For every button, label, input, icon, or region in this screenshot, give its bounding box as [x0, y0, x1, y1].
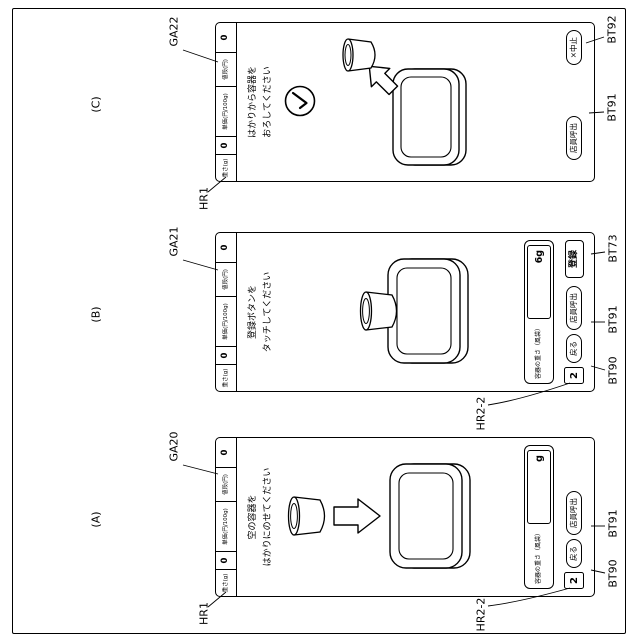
- ref-label-panel-a: (A): [89, 511, 103, 528]
- message-line-1: はかりから容器を: [248, 66, 258, 139]
- header-cell-unitprice: 単価(円/100g): [216, 296, 236, 346]
- tare-weight-box: 容器の重さ（風袋） g: [524, 445, 554, 589]
- ref-label-hr1-a: HR1: [197, 602, 211, 625]
- scale-platform-drawing: [387, 258, 469, 364]
- step-indicator: 2: [564, 572, 584, 589]
- header-bar-hr1: 重さ(g) 0 単価(円/100g) 値段(円) 0: [216, 438, 237, 596]
- container-cup-drawing: [287, 496, 326, 536]
- ref-label-bt90-b: BT90: [606, 356, 620, 385]
- tare-value-field: g: [527, 450, 551, 524]
- header-cell-weight: 重さ(g): [216, 569, 236, 596]
- ref-label-bt91-b: BT91: [606, 305, 620, 334]
- back-button: 戻る: [566, 334, 582, 363]
- remove-container-graphic: [284, 38, 467, 166]
- up-right-arrow: [368, 65, 399, 96]
- instruction-message: 登録ボタンを タッチしてください: [246, 233, 276, 391]
- message-line-2: はかりにのせてください: [262, 467, 273, 567]
- header-weight-value: 0: [216, 136, 236, 154]
- header-cell-price: 値段(円): [216, 262, 236, 296]
- cancel-button: ×中止: [566, 30, 582, 66]
- ref-label-bt92: BT92: [605, 15, 619, 44]
- place-container-graphic: [287, 463, 471, 569]
- header-cell-weight: 重さ(g): [216, 154, 236, 181]
- call-staff-button: 店員呼出: [566, 116, 582, 160]
- check-circle-icon: [284, 85, 316, 117]
- header-price-value: 0: [220, 449, 231, 456]
- scale-platform-drawing: [392, 68, 467, 166]
- header-cell-weight: 重さ(g): [216, 364, 236, 391]
- header-weight-value: 0: [216, 551, 236, 569]
- message-line-1: 空の容器を: [248, 494, 258, 540]
- ref-label-panel-b: (B): [89, 306, 103, 323]
- container-on-scale-graphic: [359, 258, 469, 364]
- ref-label-hr2-2-a: HR2-2: [474, 597, 488, 632]
- call-staff-button: 店員呼出: [566, 286, 582, 330]
- message-line-2: タッチしてください: [262, 271, 273, 353]
- ref-label-panel-c: (C): [89, 96, 103, 113]
- step-indicator: 2: [564, 367, 584, 384]
- message-line-1: 登録ボタンを: [248, 285, 258, 340]
- figure-border: [12, 8, 626, 634]
- container-cup-drawing: [342, 38, 376, 72]
- ref-label-ga20: GA20: [167, 431, 181, 462]
- instruction-message: 空の容器を はかりにのせてください: [246, 438, 276, 596]
- header-weight-value: 0: [216, 346, 236, 364]
- scale-platform-drawing: [389, 463, 471, 569]
- ref-label-ga22: GA22: [167, 16, 181, 47]
- header-cell-unitprice: 単価(円/100g): [216, 86, 236, 136]
- tare-weight-label: 容器の重さ（風袋）: [535, 324, 543, 379]
- ref-label-bt91-a: BT91: [606, 509, 620, 538]
- ref-label-bt73: BT73: [606, 234, 620, 263]
- header-price-value: 0: [220, 244, 231, 251]
- header-cell-unitprice: 単価(円/100g): [216, 501, 236, 551]
- tare-weight-label: 容器の重さ（風袋）: [535, 529, 543, 584]
- message-line-2: おろしてください: [262, 66, 273, 138]
- register-button: 登録: [564, 240, 584, 279]
- screen-b-touch-register: 重さ(g) 0 単価(円/100g) 値段(円) 0 登録ボタンを タッチしてく…: [215, 232, 595, 392]
- ref-label-bt91-c: BT91: [605, 93, 619, 122]
- screen-a-place-container: 重さ(g) 0 単価(円/100g) 値段(円) 0 空の容器を はかりにのせて…: [215, 437, 595, 597]
- ref-label-ga21: GA21: [167, 226, 181, 257]
- container-cup-drawing: [359, 291, 398, 331]
- header-bar-hr1: 重さ(g) 0 単価(円/100g) 値段(円) 0: [216, 233, 237, 391]
- down-arrow: [333, 498, 381, 534]
- instruction-message: はかりから容器を おろしてください: [246, 23, 276, 181]
- header-cell-price: 値段(円): [216, 52, 236, 86]
- tare-value-field: 6g: [527, 245, 551, 319]
- call-staff-button: 店員呼出: [566, 491, 582, 535]
- tare-weight-box: 容器の重さ（風袋） 6g: [524, 240, 554, 384]
- header-bar-hr1: 重さ(g) 0 単価(円/100g) 値段(円) 0: [216, 23, 237, 181]
- ref-label-bt90-a: BT90: [606, 559, 620, 588]
- ref-label-hr1-c: HR1: [197, 187, 211, 210]
- ref-label-hr2-2-b: HR2-2: [474, 396, 488, 431]
- header-cell-price: 値段(円): [216, 467, 236, 501]
- back-button: 戻る: [566, 539, 582, 568]
- header-price-value: 0: [220, 34, 231, 41]
- screen-c-remove-container: 重さ(g) 0 単価(円/100g) 値段(円) 0 はかりから容器を おろして…: [215, 22, 595, 182]
